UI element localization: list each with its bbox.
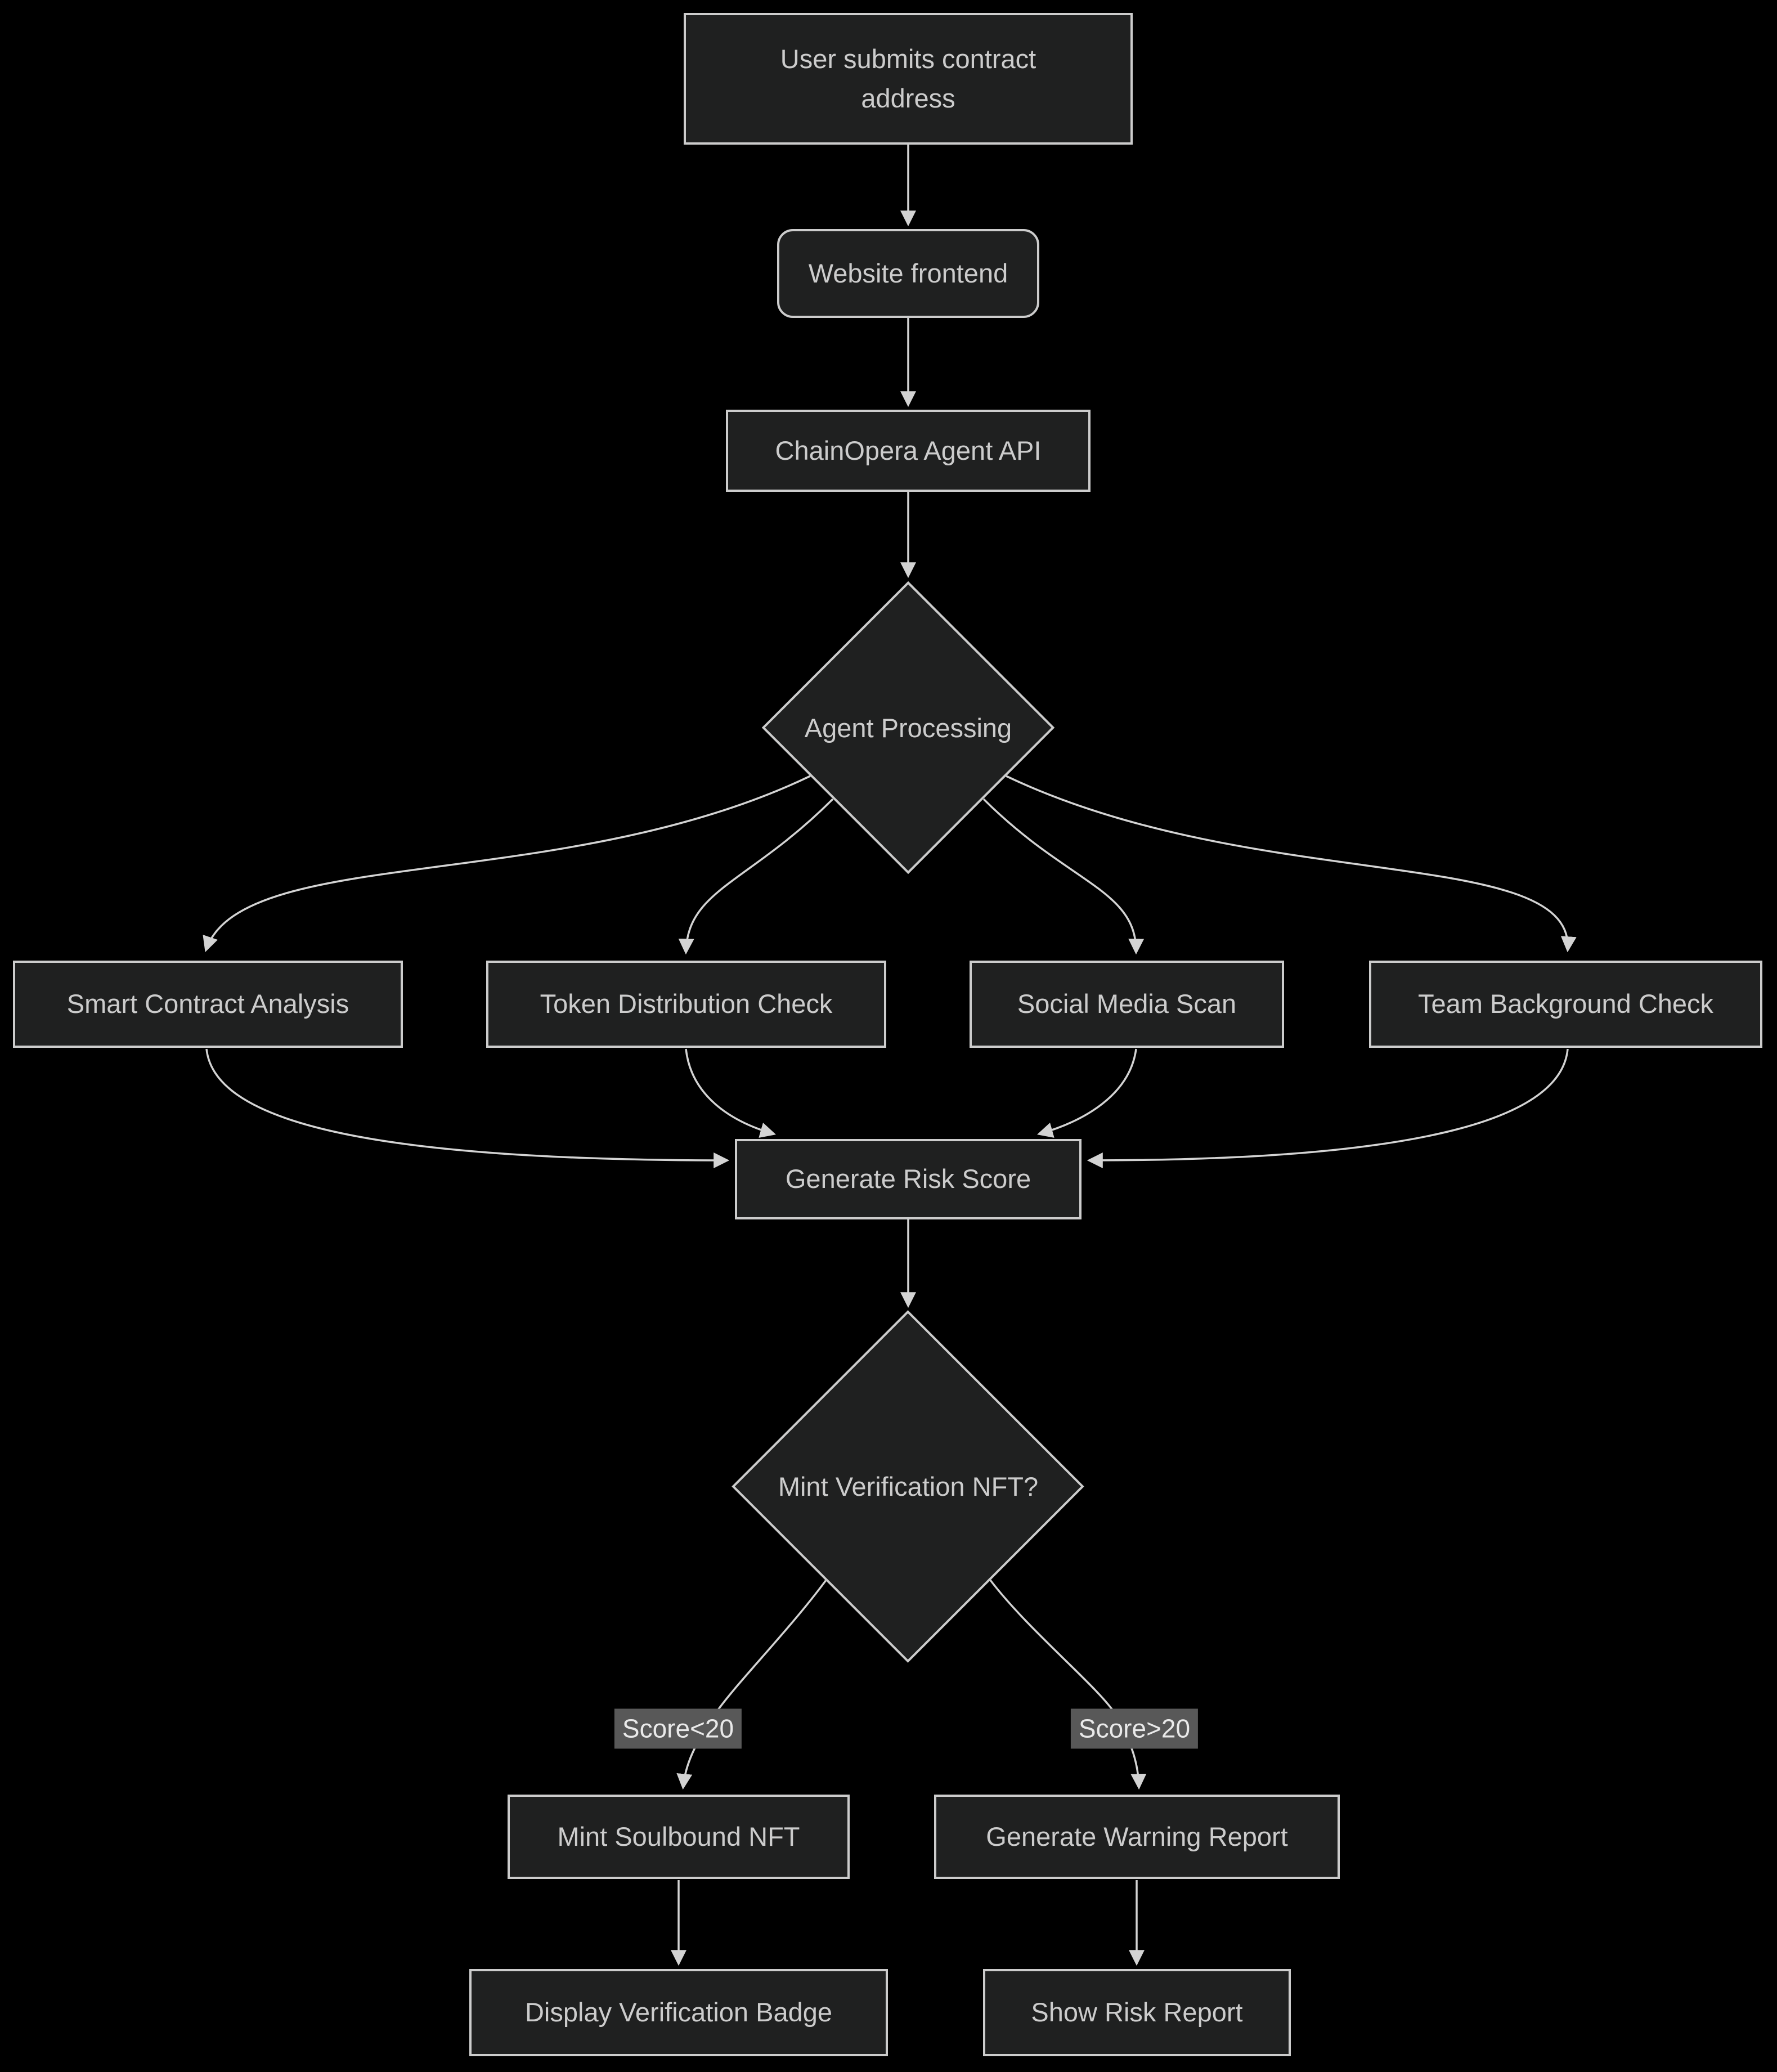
node-token-distribution-check: Token Distribution Check (486, 961, 886, 1048)
node-generate-warning-report-label: Generate Warning Report (986, 1821, 1288, 1851)
edge-label-score-above-20: Score>20 (1070, 1708, 1199, 1749)
node-mint-verification-decision-label: Mint Verification NFT? (778, 1472, 1039, 1501)
edge-processing-to-social-media (982, 798, 1145, 955)
node-social-media-scan: Social Media Scan (970, 961, 1284, 1048)
edge-team-background-to-risk-score (1087, 1048, 1569, 1168)
edge-processing-to-token-distribution (678, 798, 834, 955)
edge-processing-to-team-background (1006, 775, 1577, 953)
node-generate-risk-score-label: Generate Risk Score (785, 1164, 1031, 1194)
node-user-submits-contract-label: User submits contract address (780, 43, 1036, 114)
node-generate-warning-report: Generate Warning Report (934, 1795, 1340, 1879)
node-show-risk-report-label: Show Risk Report (1031, 1997, 1243, 2028)
node-mint-soulbound-nft: Mint Soulbound NFT (508, 1795, 850, 1879)
edge-processing-to-smart-contract (203, 775, 811, 952)
node-show-risk-report: Show Risk Report (983, 1969, 1291, 2056)
node-chainopera-agent-api: ChainOpera Agent API (726, 410, 1091, 492)
node-agent-processing: Agent Processing (761, 581, 1055, 874)
node-chainopera-agent-api-label: ChainOpera Agent API (775, 435, 1042, 465)
node-generate-risk-score: Generate Risk Score (735, 1139, 1082, 1219)
edge-mint-decision-to-warning-report (989, 1579, 1147, 1790)
node-agent-processing-label: Agent Processing (804, 712, 1012, 743)
node-mint-soulbound-nft-label: Mint Soulbound NFT (557, 1821, 800, 1851)
node-mint-verification-decision: Mint Verification NFT? (732, 1310, 1084, 1663)
node-website-frontend-label: Website frontend (808, 258, 1008, 288)
node-display-verification-badge-label: Display Verification Badge (524, 1997, 833, 2028)
node-website-frontend: Website frontend (777, 229, 1039, 318)
node-smart-contract-analysis: Smart Contract Analysis (13, 961, 403, 1048)
edge-social-media-to-risk-score (1036, 1048, 1137, 1138)
edge-token-distribution-to-risk-score (685, 1048, 777, 1138)
node-team-background-check: Team Background Check (1369, 961, 1762, 1048)
node-token-distribution-check-label: Token Distribution Check (540, 989, 833, 1019)
node-team-background-check-label: Team Background Check (1417, 989, 1714, 1019)
node-display-verification-badge: Display Verification Badge (469, 1969, 888, 2056)
edge-mint-decision-to-mint-nft (676, 1579, 827, 1790)
node-smart-contract-analysis-label: Smart Contract Analysis (66, 989, 349, 1019)
node-social-media-scan-label: Social Media Scan (1017, 989, 1237, 1019)
edge-label-score-below-20: Score<20 (614, 1708, 742, 1749)
node-user-submits-contract: User submits contract address (684, 13, 1133, 145)
edge-smart-contract-to-risk-score (205, 1048, 730, 1168)
